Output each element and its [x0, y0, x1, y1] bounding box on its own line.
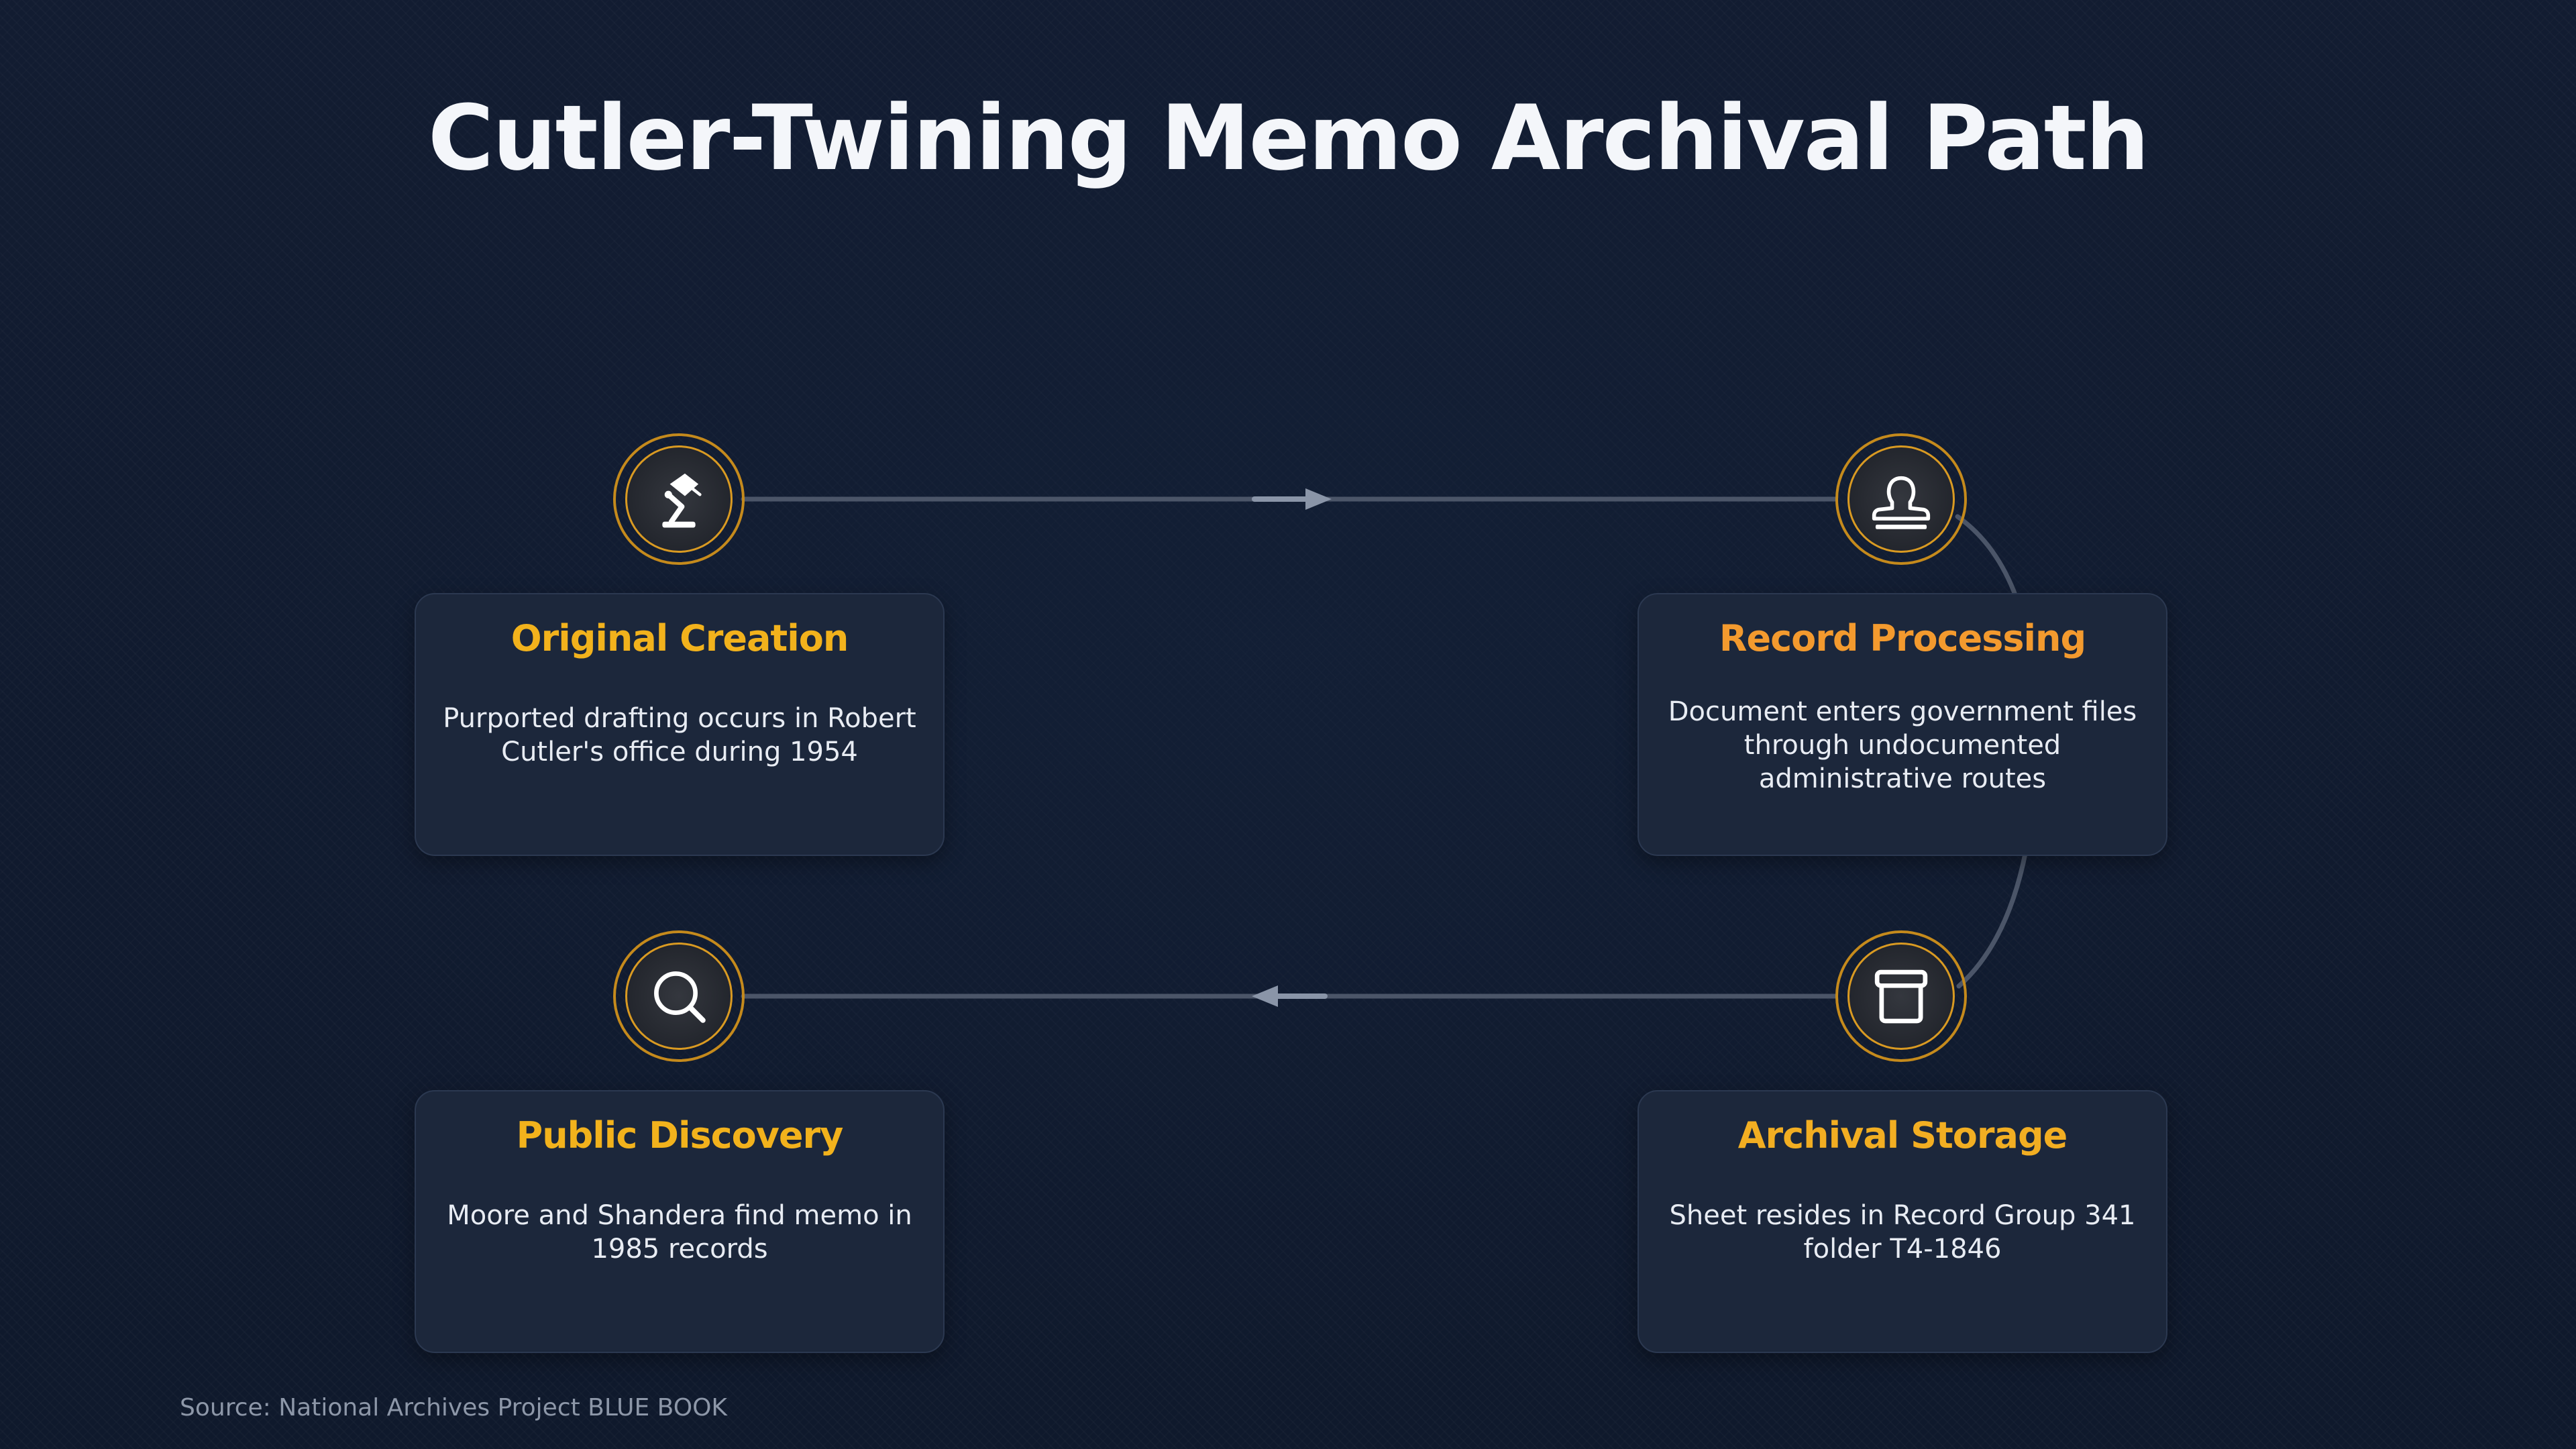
arrow-right-head [1305, 488, 1332, 510]
card-original-creation: Original Creation Purported drafting occ… [415, 593, 945, 856]
step-title: Archival Storage [1737, 1114, 2068, 1157]
step-description: Document enters government files through… [1668, 696, 2137, 794]
desk-lamp-icon [662, 473, 702, 528]
card-record-processing: Record Processing Document enters govern… [1638, 593, 2167, 856]
arrow-left-head [1252, 985, 1278, 1007]
diagram-title: Cutler-Twining Memo Archival Path [427, 86, 2149, 191]
magnifier-icon [654, 971, 706, 1023]
card-archival-storage: Archival Storage Sheet resides in Record… [1638, 1090, 2167, 1353]
node-original-creation [613, 433, 745, 565]
archive-box-icon [1874, 969, 1928, 1024]
step-title: Public Discovery [516, 1114, 844, 1157]
step-title: Record Processing [1719, 617, 2086, 659]
stamp-icon [1872, 476, 1931, 529]
step-title: Original Creation [511, 617, 849, 659]
node-public-discovery [613, 930, 745, 1062]
step-description: Sheet resides in Record Group 341 folder… [1669, 1200, 2136, 1265]
card-public-discovery: Public Discovery Moore and Shandera find… [415, 1090, 945, 1353]
source-note: Source: National Archives Project BLUE B… [180, 1394, 728, 1421]
step-description: Moore and Shandera find memo in 1985 rec… [447, 1200, 912, 1265]
node-archival-storage [1835, 930, 1967, 1062]
step-description: Purported drafting occurs in Robert Cutl… [443, 703, 916, 767]
node-record-processing [1835, 433, 1967, 565]
